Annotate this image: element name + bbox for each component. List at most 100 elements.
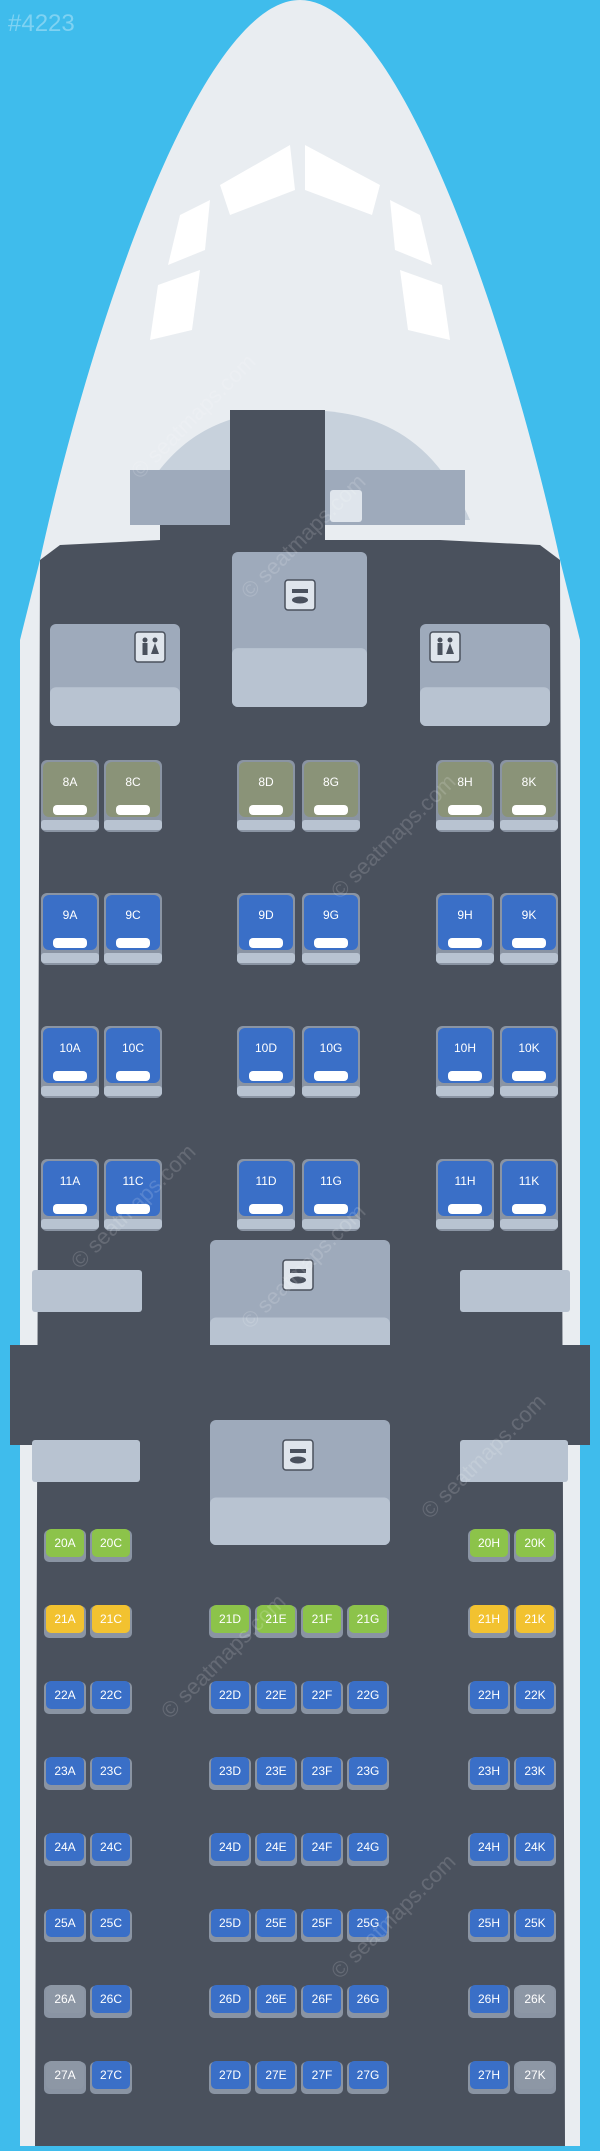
seat-label: 22A <box>54 1688 75 1702</box>
seat[interactable]: 9C <box>104 893 162 965</box>
seat[interactable]: 25C <box>90 1909 132 1942</box>
seat[interactable]: 8K <box>500 760 558 832</box>
galley-icon <box>284 579 316 611</box>
seat[interactable]: 23E <box>255 1757 297 1790</box>
seat[interactable]: 26E <box>255 1985 297 2018</box>
seat[interactable]: 21E <box>255 1605 297 1638</box>
seat-label: 10K <box>518 1041 539 1055</box>
seat[interactable]: 10D <box>237 1026 295 1098</box>
seat[interactable]: 25K <box>514 1909 556 1942</box>
seat[interactable]: 25H <box>468 1909 510 1942</box>
seat-label: 21G <box>357 1612 380 1626</box>
seat[interactable]: 11C <box>104 1159 162 1231</box>
seat[interactable]: 27G <box>347 2061 389 2094</box>
seat[interactable]: 9H <box>436 893 494 965</box>
seat[interactable]: 21K <box>514 1605 556 1638</box>
seat[interactable]: 21D <box>209 1605 251 1638</box>
seat[interactable]: 21G <box>347 1605 389 1638</box>
seat[interactable]: 21H <box>468 1605 510 1638</box>
seat-label: 21D <box>219 1612 241 1626</box>
seat[interactable]: 22K <box>514 1681 556 1714</box>
seat[interactable]: 23D <box>209 1757 251 1790</box>
seat-label: 21A <box>54 1612 75 1626</box>
seat-label: 24F <box>312 1840 333 1854</box>
seat[interactable]: 26K <box>514 1985 556 2018</box>
seat[interactable]: 23A <box>44 1757 86 1790</box>
seat[interactable]: 23H <box>468 1757 510 1790</box>
seat[interactable]: 26D <box>209 1985 251 2018</box>
seat[interactable]: 25E <box>255 1909 297 1942</box>
seat[interactable]: 9K <box>500 893 558 965</box>
seat[interactable]: 9G <box>302 893 360 965</box>
seat[interactable]: 27D <box>209 2061 251 2094</box>
seat[interactable]: 23C <box>90 1757 132 1790</box>
seat[interactable]: 26F <box>301 1985 343 2018</box>
seat[interactable]: 22A <box>44 1681 86 1714</box>
seat[interactable]: 27A <box>44 2061 86 2094</box>
seat[interactable]: 21F <box>301 1605 343 1638</box>
seat[interactable]: 22F <box>301 1681 343 1714</box>
seat[interactable]: 23F <box>301 1757 343 1790</box>
seat[interactable]: 22G <box>347 1681 389 1714</box>
seat[interactable]: 27H <box>468 2061 510 2094</box>
seat[interactable]: 8G <box>302 760 360 832</box>
seat[interactable]: 25F <box>301 1909 343 1942</box>
seat[interactable]: 27K <box>514 2061 556 2094</box>
seat[interactable]: 26G <box>347 1985 389 2018</box>
seat[interactable]: 21C <box>90 1605 132 1638</box>
seat[interactable]: 21A <box>44 1605 86 1638</box>
seat-label: 27G <box>357 2068 380 2082</box>
seat[interactable]: 20A <box>44 1529 86 1562</box>
seat[interactable]: 23K <box>514 1757 556 1790</box>
seat-label: 23C <box>100 1764 122 1778</box>
seat[interactable]: 26H <box>468 1985 510 2018</box>
seat[interactable]: 24K <box>514 1833 556 1866</box>
seat[interactable]: 24C <box>90 1833 132 1866</box>
seat[interactable]: 24F <box>301 1833 343 1866</box>
seat[interactable]: 10A <box>41 1026 99 1098</box>
seat-label: 23F <box>312 1764 333 1778</box>
seat-label: 10H <box>454 1041 476 1055</box>
seat[interactable]: 8A <box>41 760 99 832</box>
seat-label: 23H <box>478 1764 500 1778</box>
seat-label: 24A <box>54 1840 75 1854</box>
seat[interactable]: 9A <box>41 893 99 965</box>
seat[interactable]: 25A <box>44 1909 86 1942</box>
seat[interactable]: 25D <box>209 1909 251 1942</box>
seat[interactable]: 10K <box>500 1026 558 1098</box>
seat[interactable]: 10H <box>436 1026 494 1098</box>
seat[interactable]: 25G <box>347 1909 389 1942</box>
seat[interactable]: 20K <box>514 1529 556 1562</box>
seat[interactable]: 24E <box>255 1833 297 1866</box>
seat[interactable]: 20C <box>90 1529 132 1562</box>
seat[interactable]: 9D <box>237 893 295 965</box>
seat[interactable]: 11H <box>436 1159 494 1231</box>
seat[interactable]: 24H <box>468 1833 510 1866</box>
seat[interactable]: 22C <box>90 1681 132 1714</box>
seat[interactable]: 27F <box>301 2061 343 2094</box>
seat[interactable]: 10C <box>104 1026 162 1098</box>
seat[interactable]: 8D <box>237 760 295 832</box>
seat[interactable]: 27C <box>90 2061 132 2094</box>
seat[interactable]: 26A <box>44 1985 86 2018</box>
seat[interactable]: 11G <box>302 1159 360 1231</box>
seat[interactable]: 22H <box>468 1681 510 1714</box>
seat[interactable]: 11A <box>41 1159 99 1231</box>
seat-label: 11C <box>122 1174 143 1188</box>
seat-label: 11G <box>320 1174 342 1188</box>
seat[interactable]: 27E <box>255 2061 297 2094</box>
seat[interactable]: 8H <box>436 760 494 832</box>
seat[interactable]: 22D <box>209 1681 251 1714</box>
seat-label: 10A <box>59 1041 80 1055</box>
seat[interactable]: 8C <box>104 760 162 832</box>
seat[interactable]: 11D <box>237 1159 295 1231</box>
seat[interactable]: 24G <box>347 1833 389 1866</box>
seat[interactable]: 24A <box>44 1833 86 1866</box>
seat[interactable]: 26C <box>90 1985 132 2018</box>
seat[interactable]: 11K <box>500 1159 558 1231</box>
seat[interactable]: 23G <box>347 1757 389 1790</box>
seat[interactable]: 10G <box>302 1026 360 1098</box>
seat[interactable]: 20H <box>468 1529 510 1562</box>
seat[interactable]: 24D <box>209 1833 251 1866</box>
seat[interactable]: 22E <box>255 1681 297 1714</box>
